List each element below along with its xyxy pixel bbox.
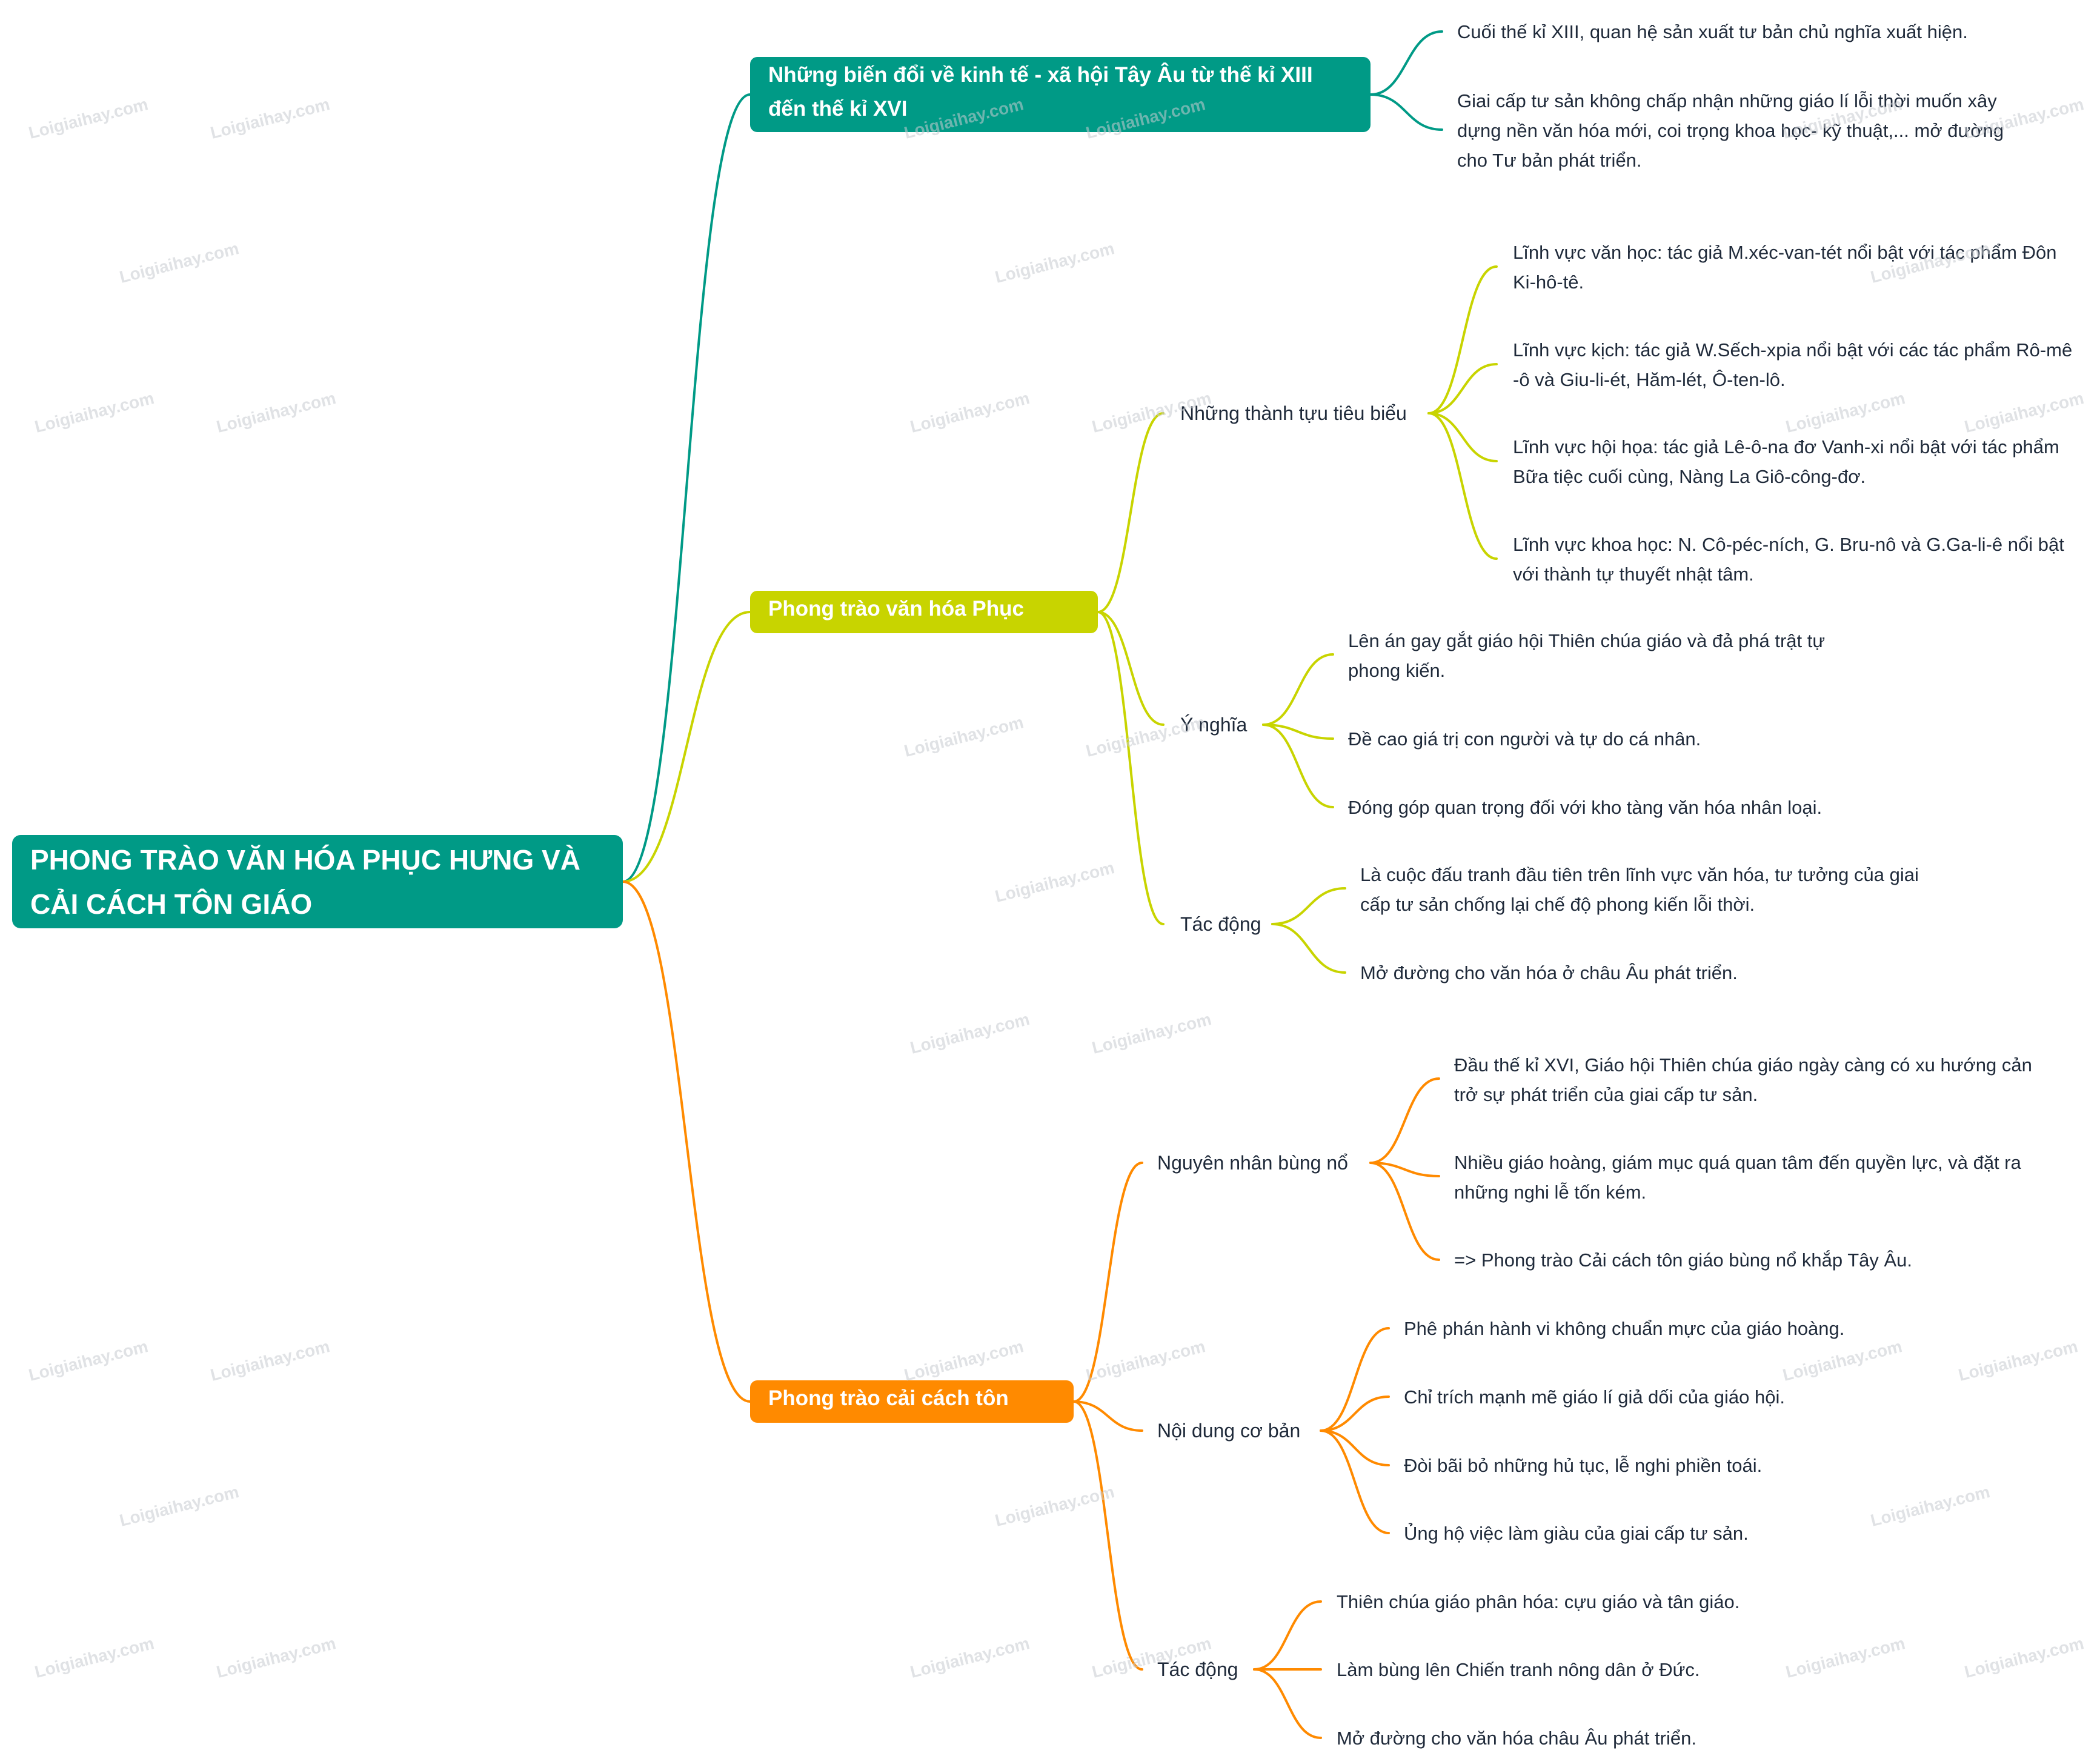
leaf-text: Đầu thế kỉ XVI, Giáo hội Thiên chúa giáo…: [1454, 1054, 2032, 1105]
sub-topic-content[interactable]: Nội dung cơ bản: [1157, 1420, 1301, 1442]
connector-leaf: [1262, 723, 1334, 808]
connector-root-branch1: [622, 93, 751, 883]
connector-leaf: [1369, 1162, 1440, 1177]
branch-economic-social-changes[interactable]: Những biến đổi về kinh tế - xã hội Tây Â…: [750, 57, 1371, 132]
root-topic[interactable]: PHONG TRÀO VĂN HÓA PHỤC HƯNG VÀ CẢI CÁCH…: [12, 835, 623, 928]
connector-leaf: [1262, 723, 1334, 740]
leaf-text: Là cuộc đấu tranh đầu tiên trên lĩnh vực…: [1360, 864, 1919, 915]
branch-renaissance[interactable]: Phong trào văn hóa Phục hưng: [750, 591, 1098, 654]
connector-subtopic: [1072, 1162, 1143, 1403]
connector-leaf: [1271, 887, 1346, 925]
leaf-text: Cuối thế kỉ XIII, quan hệ sản xuất tư bả…: [1457, 21, 1968, 42]
connector-subtopic: [1072, 1400, 1143, 1432]
connector-root-branch3: [622, 880, 751, 1403]
sub-topic-achievements[interactable]: Những thành tựu tiêu biểu: [1180, 402, 1407, 424]
connector-subtopic: [1072, 1400, 1143, 1671]
connector-root-branch2: [622, 611, 751, 883]
connector-leaf: [1262, 653, 1334, 726]
leaf-text: Đề cao giá trị con người và tự do cá nhâ…: [1348, 728, 1701, 750]
connector-leaf: [1253, 1600, 1322, 1671]
connector-leaf: [1271, 923, 1346, 974]
leaf-text: Đóng góp quan trọng đối với kho tàng văn…: [1348, 797, 1823, 818]
connector-leaf: [1427, 412, 1498, 462]
leaf-text: Lĩnh vực hội họa: tác giả Lê-ô-na đơ Van…: [1513, 436, 2059, 487]
sub-topic-impact-reformation[interactable]: Tác động: [1157, 1658, 1238, 1680]
leaf-text: Phê phán hành vi không chuẩn mực của giá…: [1404, 1318, 1845, 1339]
leaf-text: Lĩnh vực văn học: tác giả M.xéc-van-tét …: [1513, 242, 2057, 293]
connector-leaf: [1427, 412, 1498, 560]
leaf-text: Thiên chúa giáo phân hóa: cựu giáo và tâ…: [1337, 1591, 1740, 1612]
leaf-text: Lĩnh vực kịch: tác giả W.Sếch-xpia nổi b…: [1513, 339, 2073, 390]
connector-leaf: [1369, 1077, 1440, 1164]
sub-topic-causes[interactable]: Nguyên nhân bùng nổ: [1157, 1152, 1348, 1174]
connector-subtopic: [1097, 611, 1165, 726]
leaf-text: Chỉ trích mạnh mẽ giáo lí giả dối của gi…: [1404, 1386, 1785, 1408]
leaf-text: Mở đường cho văn hóa châu Âu phát triển.: [1337, 1728, 1696, 1749]
leaf-text: Ủng hộ việc làm giàu của giai cấp tư sản…: [1404, 1523, 1749, 1544]
connector-leaf: [1427, 265, 1498, 414]
connector-subtopic: [1097, 412, 1165, 613]
connector-leaf: [1320, 1429, 1390, 1534]
leaf-text: => Phong trào Cải cách tôn giáo bùng nổ …: [1454, 1249, 1913, 1271]
leaf-text: Đòi bãi bỏ những hủ tục, lễ nghi phiền t…: [1404, 1455, 1763, 1476]
connector-leaf: [1320, 1429, 1390, 1466]
leaf-text: Lên án gay gắt giáo hội Thiên chúa giáo …: [1348, 630, 1826, 681]
leaf-text: Giai cấp tư sản không chấp nhận những gi…: [1457, 90, 2004, 171]
leaf-text: Mở đường cho văn hóa ở châu Âu phát triể…: [1360, 962, 1738, 983]
leaf-text: Nhiều giáo hoàng, giám mục quá quan tâm …: [1454, 1152, 2021, 1203]
leaf-text: Làm bùng lên Chiến tranh nông dân ở Đức.: [1337, 1659, 1700, 1680]
sub-topic-meaning[interactable]: Ý nghĩa: [1180, 714, 1248, 736]
connector-leaf: [1320, 1395, 1390, 1432]
branch-reformation[interactable]: Phong trào cải cách tôn giáo: [750, 1380, 1074, 1444]
connector-leaf: [1320, 1327, 1390, 1432]
connector-leaf: [1369, 1162, 1440, 1261]
connector-leaf: [1369, 93, 1443, 131]
connector-subtopic: [1097, 611, 1165, 925]
connector-leaf: [1427, 363, 1498, 414]
leaf-text: Lĩnh vực khoa học: N. Cô-péc-ních, G. Br…: [1513, 534, 2064, 585]
connector-leaf: [1369, 30, 1443, 96]
sub-topic-impact-renaissance[interactable]: Tác động: [1180, 913, 1261, 935]
connector-leaf: [1253, 1668, 1322, 1739]
